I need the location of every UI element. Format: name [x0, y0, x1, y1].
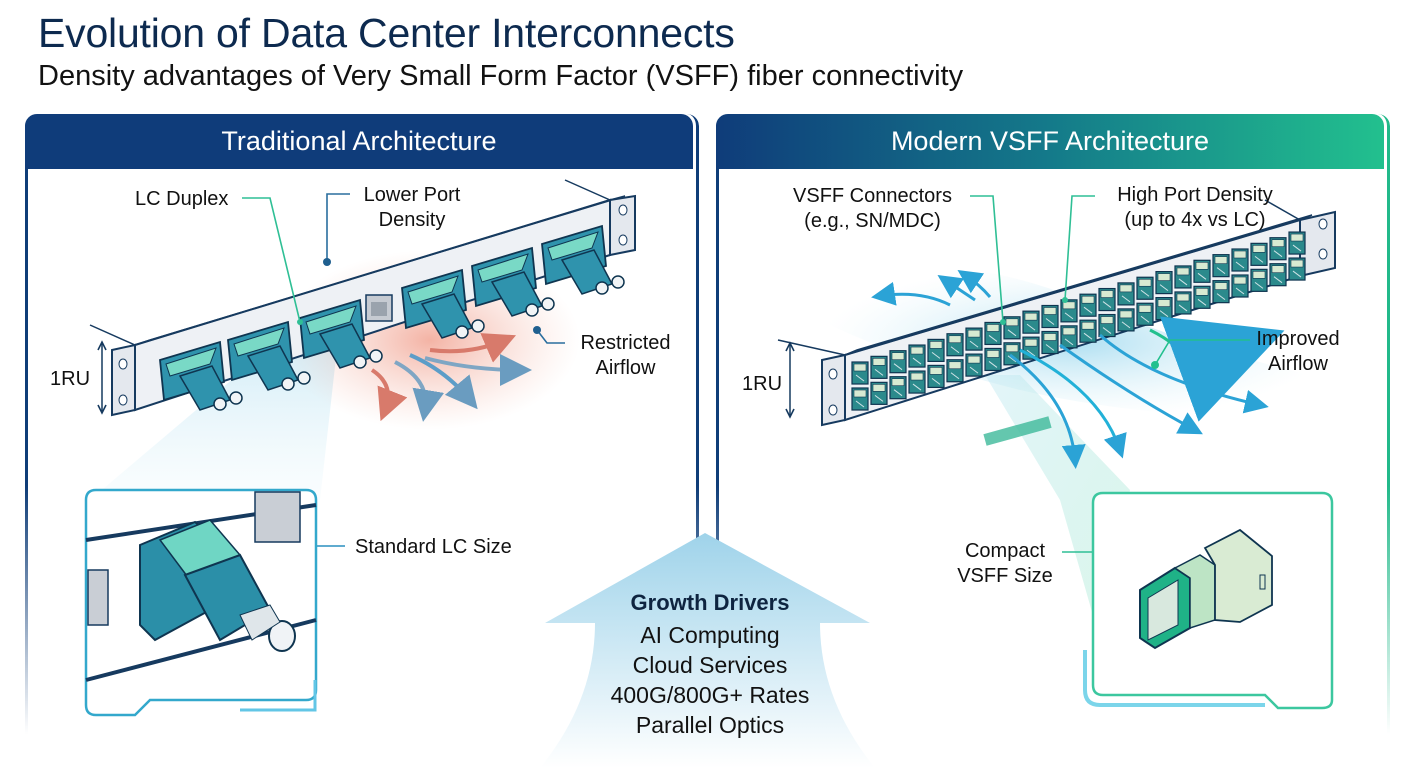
lc-detail-box	[84, 488, 318, 717]
vsff-connector	[1155, 297, 1173, 321]
lc-duplex-connector	[227, 320, 311, 391]
vsff-connector	[1212, 254, 1230, 278]
vsff-connector	[946, 333, 964, 357]
improved-airflow-line1: Improved	[1256, 328, 1340, 350]
traditional-panel	[25, 114, 699, 734]
vsff-connectors-line2: (e.g., SN/MDC)	[804, 210, 941, 232]
vsff-connector	[1060, 325, 1078, 349]
growth-driver-item: AI Computing	[640, 622, 780, 648]
lower-port-density-label: Lower Port Density	[352, 183, 472, 233]
page-title: Evolution of Data Center Interconnects	[38, 10, 735, 56]
vsff-connector	[1079, 319, 1097, 343]
right-callout-lines	[785, 195, 1250, 553]
growth-driver-item: 400G/800G+ Rates	[610, 682, 810, 708]
vsff-connector	[984, 347, 1002, 372]
right-rack-unit-label: 1RU	[742, 373, 783, 395]
growth-drivers-heading: Growth Drivers	[630, 590, 790, 615]
improved-airflow-label: Improved Airflow	[1248, 327, 1348, 377]
high-port-density-label: High Port Density (up to 4x vs LC)	[1100, 183, 1290, 233]
vsff-connector	[870, 355, 888, 379]
compact-vsff-size-line1: Compact	[964, 540, 1046, 562]
vsff-connector	[965, 327, 983, 351]
restricted-airflow-line1: Restricted	[580, 332, 671, 354]
vsff-connector	[1041, 330, 1059, 355]
lc-duplex-ports	[159, 224, 625, 411]
vsff-connector	[1003, 316, 1021, 340]
restricted-airflow-label: Restricted Airflow	[568, 331, 683, 381]
vsff-connector	[1060, 299, 1078, 323]
vsff-connector	[889, 350, 907, 374]
lc-duplex-label: LC Duplex	[135, 188, 229, 210]
vsff-connector	[1288, 257, 1306, 281]
vsff-ports	[851, 231, 1306, 411]
vsff-connector	[1079, 293, 1097, 317]
vsff-connector	[851, 387, 869, 411]
vsff-connector	[908, 344, 926, 368]
vsff-connector	[1193, 285, 1211, 309]
vsff-panel	[716, 114, 1390, 734]
vsff-connector	[927, 338, 945, 362]
compact-vsff-size-label: Compact VSFF Size	[950, 539, 1060, 589]
improved-airflow-line2: Airflow	[1267, 353, 1328, 375]
lower-port-density-line2: Density	[378, 209, 446, 231]
vsff-connector	[889, 376, 907, 400]
compact-vsff-size-line2: VSFF Size	[957, 565, 1053, 587]
restricted-airflow-arrows	[370, 333, 532, 422]
traditional-panel-title: Traditional Architecture	[221, 126, 497, 156]
vsff-connector	[1269, 263, 1287, 287]
vsff-connector	[1288, 231, 1306, 255]
vsff-connector	[1250, 242, 1268, 266]
growth-drivers: Growth Drivers AI Computing Cloud Servic…	[560, 590, 860, 740]
lower-port-density-line1: Lower Port	[363, 184, 461, 206]
high-port-density-line1: High Port Density	[1117, 184, 1273, 206]
vsff-connector	[927, 364, 945, 388]
vsff-connectors-line1: VSFF Connectors	[793, 185, 952, 207]
vsff-connector	[1117, 282, 1135, 306]
vsff-connector	[1022, 310, 1040, 334]
vsff-connector	[908, 370, 926, 394]
traditional-panel-header: Traditional Architecture	[25, 114, 693, 169]
vsff-connector	[965, 353, 983, 377]
vsff-connector	[1155, 271, 1173, 295]
improved-airflow-arrows	[871, 270, 1285, 469]
vsff-connector	[1212, 280, 1230, 304]
vsff-panel-header: Modern VSFF Architecture	[716, 114, 1384, 169]
vsff-connector	[1269, 237, 1287, 261]
lc-duplex-connector	[159, 340, 243, 411]
vsff-connector	[1136, 302, 1154, 326]
vsff-connectors-label: VSFF Connectors (e.g., SN/MDC)	[780, 184, 965, 234]
growth-driver-item: Cloud Services	[632, 652, 788, 678]
vsff-connector	[1231, 248, 1249, 272]
vsff-connector	[1174, 265, 1192, 289]
restricted-airflow-line2: Airflow	[595, 357, 656, 379]
left-callout-lines	[97, 193, 565, 547]
lc-duplex-connector	[471, 246, 555, 317]
high-port-density-line2: (up to 4x vs LC)	[1124, 209, 1266, 231]
vsff-connector	[1117, 308, 1135, 332]
standard-lc-size-label: Standard LC Size	[355, 536, 512, 558]
lc-duplex-connector	[299, 298, 383, 369]
vsff-connector	[1098, 287, 1116, 312]
vsff-connector	[946, 359, 964, 383]
left-rack-unit-label: 1RU	[50, 368, 91, 390]
vsff-connector	[1174, 291, 1192, 315]
growth-driver-item: Parallel Optics	[635, 712, 785, 738]
vsff-connector	[984, 321, 1002, 346]
page-subtitle: Density advantages of Very Small Form Fa…	[38, 60, 964, 92]
vsff-connector	[1250, 268, 1268, 292]
lc-duplex-connector	[541, 224, 625, 295]
vsff-connector	[1231, 274, 1249, 298]
vsff-connector	[851, 361, 869, 385]
lc-duplex-connector	[401, 268, 485, 339]
vsff-connector	[1136, 276, 1154, 300]
vsff-connector	[1193, 259, 1211, 283]
vsff-connector	[1098, 313, 1116, 338]
vsff-detail-box	[1083, 491, 1334, 710]
vsff-panel-title: Modern VSFF Architecture	[890, 126, 1210, 156]
vsff-connector	[870, 381, 888, 405]
vsff-connector	[1041, 304, 1059, 329]
growth-arrow	[540, 533, 875, 768]
